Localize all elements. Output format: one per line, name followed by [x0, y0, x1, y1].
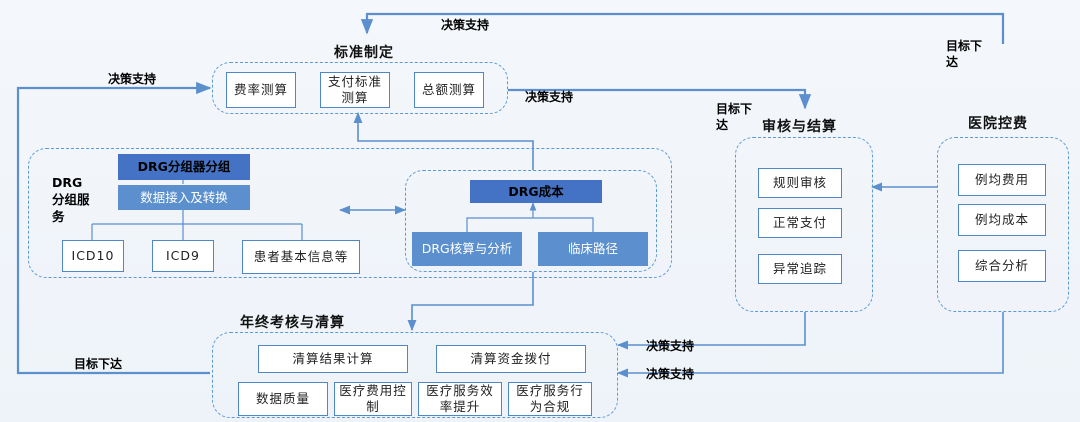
hospital-item-avg-fee: 例均费用	[958, 164, 1046, 196]
source-icd9: ICD9	[152, 240, 214, 272]
label-decision-support-standard: 决策支持	[525, 90, 574, 104]
label-decision-support-audit: 决策支持	[646, 339, 695, 353]
standard-item-rate: 费率测算	[226, 72, 296, 108]
standard-item-total: 总额测算	[414, 72, 484, 108]
hospital-item-avg-cost: 例均成本	[958, 204, 1046, 236]
annual-group	[212, 332, 618, 418]
standard-group	[212, 62, 508, 114]
annual-fund-allocation: 清算资金拨付	[436, 345, 586, 373]
drg-service-label: DRG分组服务	[52, 175, 90, 224]
label-decision-support-hospital: 决策支持	[646, 367, 695, 381]
data-access-box: 数据接入及转换	[118, 185, 250, 210]
arrow-drgcost-to-annual	[407, 272, 534, 332]
annual-data-quality: 数据质量	[238, 382, 328, 416]
label-target-audit: 目标下达	[716, 102, 753, 132]
standard-title: 标准制定	[334, 45, 394, 61]
annual-compliance: 医疗服务行为合规	[508, 382, 592, 416]
hospital-item-analysis: 综合分析	[958, 250, 1046, 282]
annual-title: 年终考核与清算	[240, 315, 345, 331]
drg-cost-title: DRG成本	[470, 180, 602, 203]
label-target-left: 目标下达	[74, 357, 123, 371]
audit-group	[735, 137, 873, 312]
audit-item-abnormal: 异常追踪	[758, 254, 842, 284]
source-patient-info: 患者基本信息等	[242, 240, 360, 274]
standard-item-payment: 支付标准测算	[320, 72, 390, 108]
annual-settlement-calc: 清算结果计算	[258, 345, 408, 373]
label-decision-support-top: 决策支持	[441, 18, 490, 32]
hospital-group	[937, 137, 1069, 312]
annual-efficiency: 医疗服务效率提升	[418, 382, 502, 416]
audit-title: 审核与结算	[762, 119, 837, 135]
hospital-title: 医院控费	[968, 116, 1028, 132]
drg-cost-clinical-path: 临床路径	[538, 232, 648, 266]
annual-cost-control: 医疗费用控制	[334, 382, 412, 416]
drg-service-group	[28, 148, 672, 278]
source-icd10: ICD10	[62, 240, 124, 272]
label-decision-support-left: 决策支持	[108, 72, 157, 86]
audit-item-rule: 规则审核	[758, 168, 842, 198]
grouper-box: DRG分组器分组	[118, 154, 250, 180]
drg-cost-group	[405, 170, 657, 272]
drg-cost-analysis: DRG核算与分析	[412, 232, 522, 266]
label-target-top-right: 目标下达	[946, 39, 983, 69]
audit-item-normal: 正常支付	[758, 208, 842, 238]
